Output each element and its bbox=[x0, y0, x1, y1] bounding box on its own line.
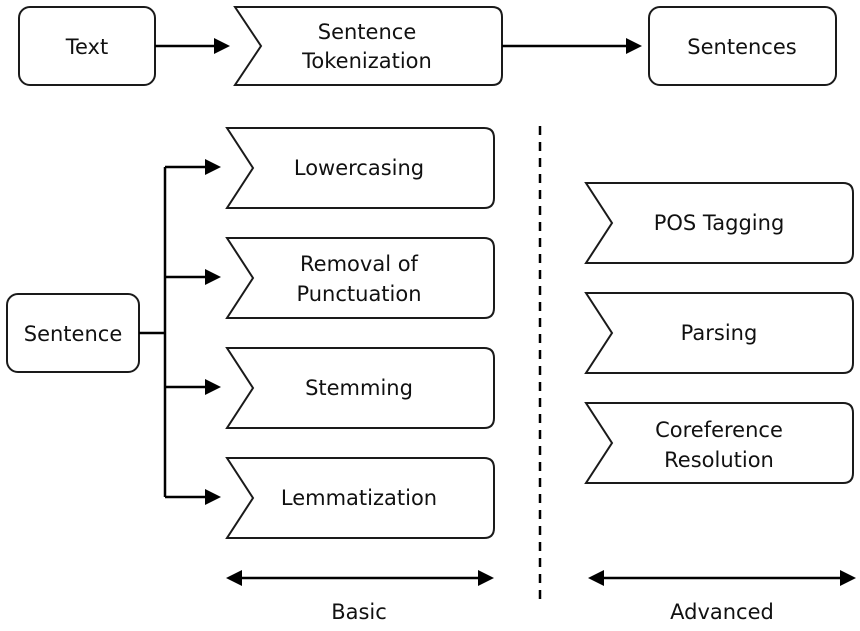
sentence-node: Sentence bbox=[6, 293, 140, 373]
sentences-node-label: Sentences bbox=[687, 35, 796, 59]
sentence-node-label: Sentence bbox=[24, 322, 123, 346]
arrow-to-removal-of-punctuation bbox=[165, 269, 221, 285]
sentences-node: Sentences bbox=[648, 6, 837, 86]
sentence-tokenization-label-line2: Tokenization bbox=[301, 49, 432, 73]
stemming-label: Stemming bbox=[305, 376, 413, 400]
lowercasing-label: Lowercasing bbox=[294, 156, 424, 180]
arrow-text-to-tokenization bbox=[155, 38, 230, 54]
removal-of-punctuation-label-line2: Punctuation bbox=[296, 282, 421, 306]
text-node-label: Text bbox=[65, 35, 108, 59]
sentence-tokenization-label-line1: Sentence bbox=[318, 20, 417, 44]
arrow-to-lowercasing bbox=[165, 159, 221, 175]
coreference-resolution-node: Coreference Resolution bbox=[584, 402, 854, 484]
parsing-label: Parsing bbox=[681, 321, 758, 345]
lowercasing-node: Lowercasing bbox=[225, 127, 495, 209]
coreference-resolution-label-line2: Resolution bbox=[664, 448, 774, 472]
advanced-range-label: Advanced bbox=[670, 600, 774, 624]
basic-range-arrow bbox=[226, 570, 494, 586]
branch-connector bbox=[139, 167, 167, 497]
basic-range-label: Basic bbox=[331, 600, 387, 624]
sentence-tokenization-node: Sentence Tokenization bbox=[233, 6, 503, 86]
arrow-to-lemmatization bbox=[165, 489, 221, 505]
pos-tagging-label: POS Tagging bbox=[654, 211, 785, 235]
removal-of-punctuation-label-line1: Removal of bbox=[300, 252, 419, 276]
pos-tagging-node: POS Tagging bbox=[584, 182, 854, 264]
arrow-to-stemming bbox=[165, 379, 221, 395]
removal-of-punctuation-node: Removal of Punctuation bbox=[225, 237, 495, 319]
coreference-resolution-label-line1: Coreference bbox=[655, 418, 783, 442]
stemming-node: Stemming bbox=[225, 347, 495, 429]
advanced-range-arrow bbox=[588, 570, 856, 586]
parsing-node: Parsing bbox=[584, 292, 854, 374]
lemmatization-node: Lemmatization bbox=[225, 457, 495, 539]
text-node: Text bbox=[18, 6, 156, 86]
arrow-tokenization-to-sentences bbox=[502, 38, 642, 54]
lemmatization-label: Lemmatization bbox=[281, 486, 437, 510]
